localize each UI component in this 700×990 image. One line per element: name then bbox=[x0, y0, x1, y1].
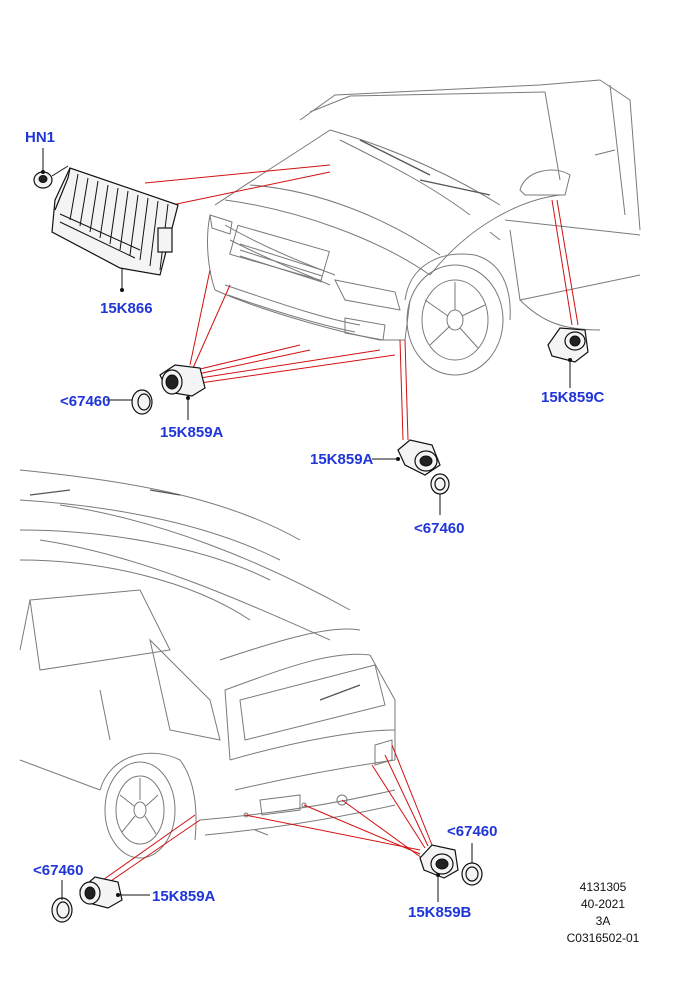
callout-module[interactable]: 15K866 bbox=[100, 300, 153, 317]
rear-left-sensor[interactable] bbox=[79, 876, 150, 909]
rear-right-sensor[interactable] bbox=[419, 844, 459, 902]
callout-rear-left-sensor[interactable]: 15K859A bbox=[152, 888, 216, 905]
reference-line-3: 3A bbox=[595, 914, 611, 928]
rear-right-grommet[interactable] bbox=[461, 843, 483, 886]
rear-left-grommet[interactable] bbox=[51, 880, 73, 923]
callout-side-sensor[interactable]: 15K859C bbox=[541, 389, 605, 406]
reference-block: 4131305 40-2021 3A C0316502-01 bbox=[548, 879, 658, 947]
front-mid-sensor[interactable] bbox=[372, 439, 441, 476]
front-left-grommet[interactable] bbox=[106, 389, 153, 415]
front-left-sensor[interactable] bbox=[159, 364, 206, 420]
callout-rear-right-grommet[interactable]: <67460 bbox=[447, 823, 498, 840]
reference-line-1: 4131305 bbox=[579, 880, 627, 894]
callout-front-mid-sensor[interactable]: 15K859A bbox=[310, 451, 374, 468]
callout-front-mid-grommet[interactable]: <67460 bbox=[414, 520, 465, 537]
callout-rear-right-sensor[interactable]: 15K859B bbox=[408, 904, 472, 921]
reference-line-2: 40-2021 bbox=[580, 897, 626, 911]
rear-vehicle-illustration bbox=[19, 469, 396, 859]
hn1-nut[interactable] bbox=[33, 148, 69, 189]
side-sensor[interactable] bbox=[547, 327, 589, 388]
reference-line-4: C0316502-01 bbox=[566, 931, 640, 945]
callout-rear-left-grommet[interactable]: <67460 bbox=[33, 862, 84, 879]
callout-front-left-sensor[interactable]: 15K859A bbox=[160, 424, 224, 441]
callout-hn1[interactable]: HN1 bbox=[25, 129, 56, 146]
leader-lines bbox=[99, 164, 579, 886]
front-mid-grommet[interactable] bbox=[430, 473, 450, 515]
callout-front-left-grommet[interactable]: <67460 bbox=[60, 393, 111, 410]
parking-aid-module[interactable] bbox=[51, 167, 179, 292]
front-vehicle-illustration bbox=[207, 79, 641, 376]
